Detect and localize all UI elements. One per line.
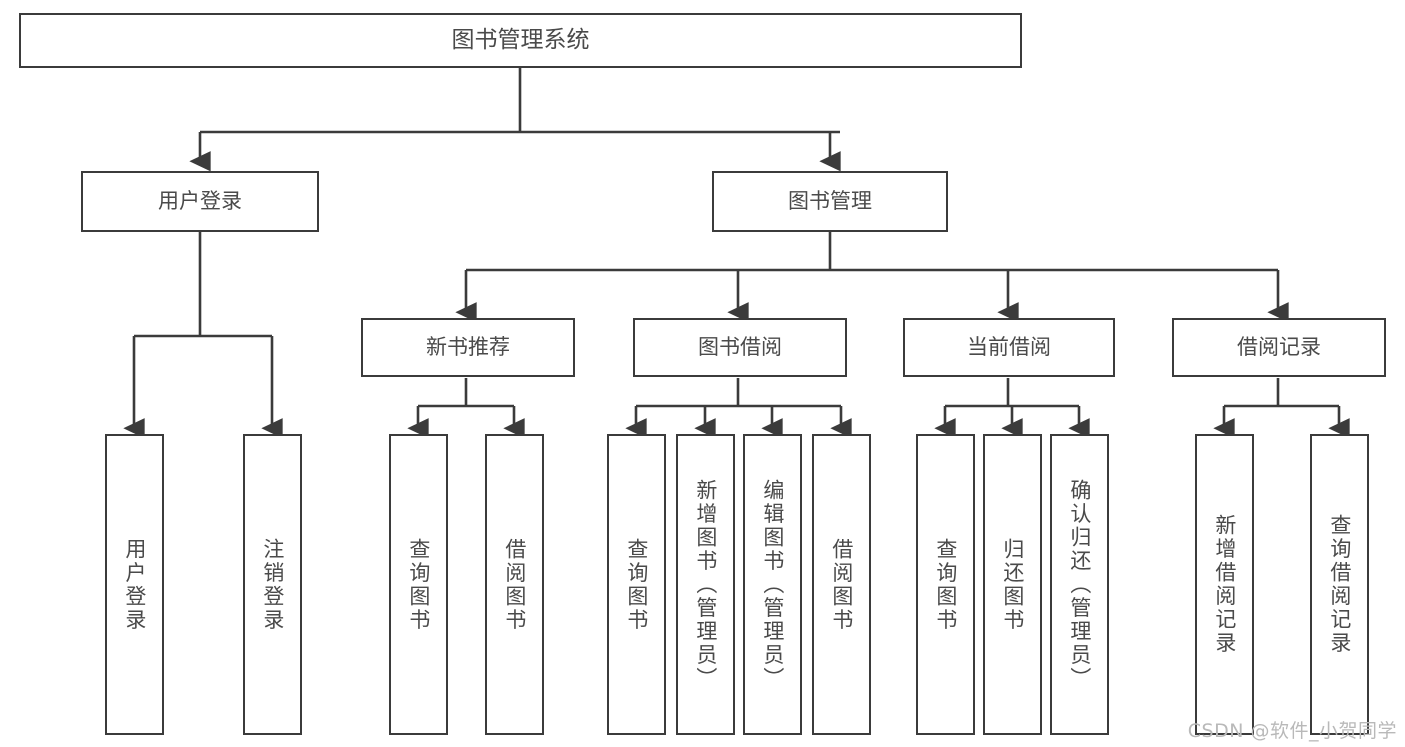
leaf-borrow-query-book[interactable]: 查询图书 xyxy=(607,434,666,735)
leaf-record-query-record[interactable]: 查询借阅记录 xyxy=(1310,434,1369,735)
node-user-login[interactable]: 用户登录 xyxy=(81,171,319,232)
node-root-label: 图书管理系统 xyxy=(451,26,590,53)
leaf-label: 借阅图书 xyxy=(502,537,527,632)
leaf-record-add-record[interactable]: 新增借阅记录 xyxy=(1195,434,1254,735)
node-current-borrow-label: 当前借阅 xyxy=(967,335,1051,360)
leaf-borrow-edit-book-admin[interactable]: 编辑图书（管理员） xyxy=(743,434,802,735)
node-user-login-label: 用户登录 xyxy=(158,189,242,214)
node-current-borrow[interactable]: 当前借阅 xyxy=(903,318,1115,377)
node-root-system[interactable]: 图书管理系统 xyxy=(19,13,1022,68)
leaf-label: 编辑图书（管理员） xyxy=(760,478,785,691)
node-borrow-record[interactable]: 借阅记录 xyxy=(1172,318,1386,377)
leaf-user-login-login[interactable]: 用户登录 xyxy=(105,434,164,735)
leaf-current-query-book[interactable]: 查询图书 xyxy=(916,434,975,735)
leaf-current-return-book[interactable]: 归还图书 xyxy=(983,434,1042,735)
leaf-label: 查询借阅记录 xyxy=(1327,514,1352,655)
leaf-current-confirm-return-admin[interactable]: 确认归还（管理员） xyxy=(1050,434,1109,735)
node-book-management[interactable]: 图书管理 xyxy=(712,171,948,232)
leaf-label: 新增借阅记录 xyxy=(1212,514,1237,655)
node-book-management-label: 图书管理 xyxy=(788,189,872,214)
node-new-book-recommend[interactable]: 新书推荐 xyxy=(361,318,575,377)
node-book-borrow-label: 图书借阅 xyxy=(698,335,782,360)
leaf-label: 查询图书 xyxy=(624,537,649,632)
watermark-text: CSDN @软件_小贺同学 xyxy=(1187,720,1397,742)
leaf-label: 确认归还（管理员） xyxy=(1067,478,1092,691)
leaf-label: 借阅图书 xyxy=(829,537,854,632)
leaf-new-book-borrow[interactable]: 借阅图书 xyxy=(485,434,544,735)
leaf-new-book-query[interactable]: 查询图书 xyxy=(389,434,448,735)
node-borrow-record-label: 借阅记录 xyxy=(1237,335,1321,360)
leaf-label: 用户登录 xyxy=(122,537,147,632)
leaf-borrow-add-book-admin[interactable]: 新增图书（管理员） xyxy=(676,434,735,735)
leaf-label: 注销登录 xyxy=(260,537,285,632)
leaf-borrow-borrow-book[interactable]: 借阅图书 xyxy=(812,434,871,735)
node-new-book-recommend-label: 新书推荐 xyxy=(426,335,510,360)
leaf-label: 新增图书（管理员） xyxy=(693,478,718,691)
leaf-label: 归还图书 xyxy=(1000,537,1025,632)
leaf-label: 查询图书 xyxy=(933,537,958,632)
leaf-user-login-logout[interactable]: 注销登录 xyxy=(243,434,302,735)
node-book-borrow[interactable]: 图书借阅 xyxy=(633,318,847,377)
leaf-label: 查询图书 xyxy=(406,537,431,632)
